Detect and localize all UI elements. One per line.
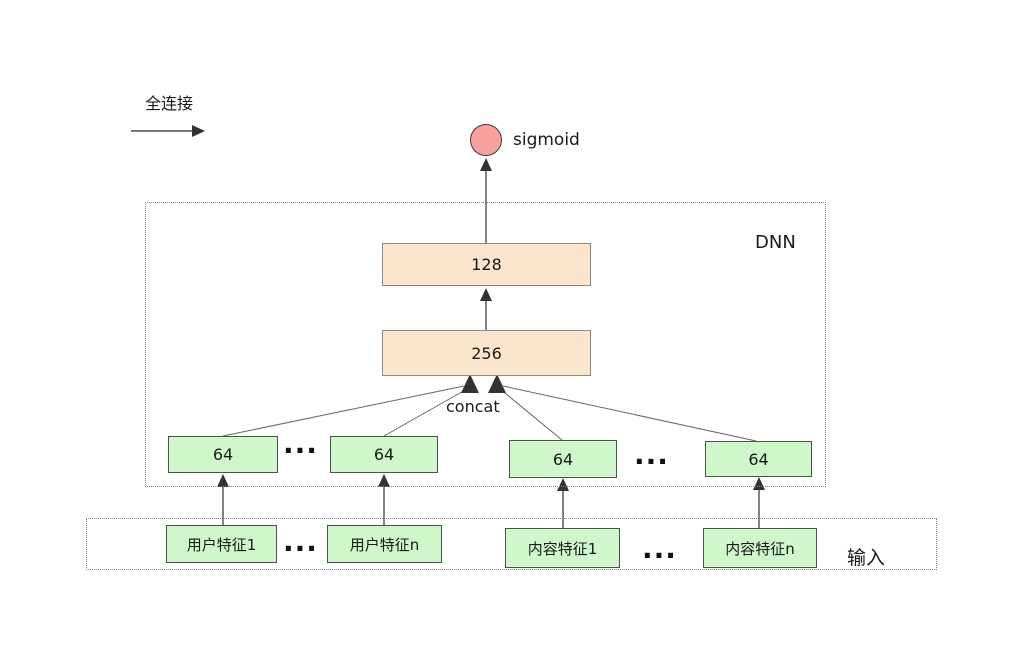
embedding-unit-1: 64	[168, 436, 278, 473]
ellipsis-units-left: ...	[283, 427, 318, 460]
input-container	[86, 518, 937, 570]
dense-layer-128-label: 128	[471, 255, 502, 274]
dnn-label: DNN	[755, 232, 796, 253]
ellipsis-features-right: ...	[642, 532, 677, 565]
embedding-unit-2: 64	[330, 436, 438, 473]
embedding-unit-2-label: 64	[373, 445, 395, 464]
dense-layer-128: 128	[382, 243, 591, 286]
ellipsis-units-right: ...	[634, 438, 669, 471]
dnn-container	[145, 202, 826, 487]
dense-layer-256: 256	[382, 330, 591, 376]
feature-user-1-label: 用户特征1	[186, 535, 257, 554]
feature-content-1-label: 内容特征1	[527, 539, 598, 558]
embedding-unit-4-label: 64	[748, 449, 769, 469]
feature-content-n-label: 内容特征n	[725, 539, 795, 558]
legend-label: 全连接	[145, 94, 194, 113]
feature-user-n-label: 用户特征n	[349, 535, 420, 554]
feature-user-n: 用户特征n	[327, 525, 442, 563]
sigmoid-node	[470, 124, 502, 156]
embedding-unit-3: 64	[509, 440, 617, 478]
embedding-unit-3-label: 64	[552, 449, 574, 469]
ellipsis-features-left: ...	[283, 525, 318, 558]
feature-content-n: 内容特征n	[703, 528, 817, 568]
embedding-unit-4: 64	[705, 441, 812, 477]
concat-label: concat	[446, 397, 500, 416]
sigmoid-label: sigmoid	[513, 130, 580, 150]
dense-layer-256-label: 256	[471, 343, 502, 363]
embedding-unit-1-label: 64	[212, 445, 234, 464]
input-label: 输入	[847, 547, 886, 569]
feature-user-1: 用户特征1	[166, 525, 277, 563]
feature-content-1: 内容特征1	[505, 528, 620, 568]
